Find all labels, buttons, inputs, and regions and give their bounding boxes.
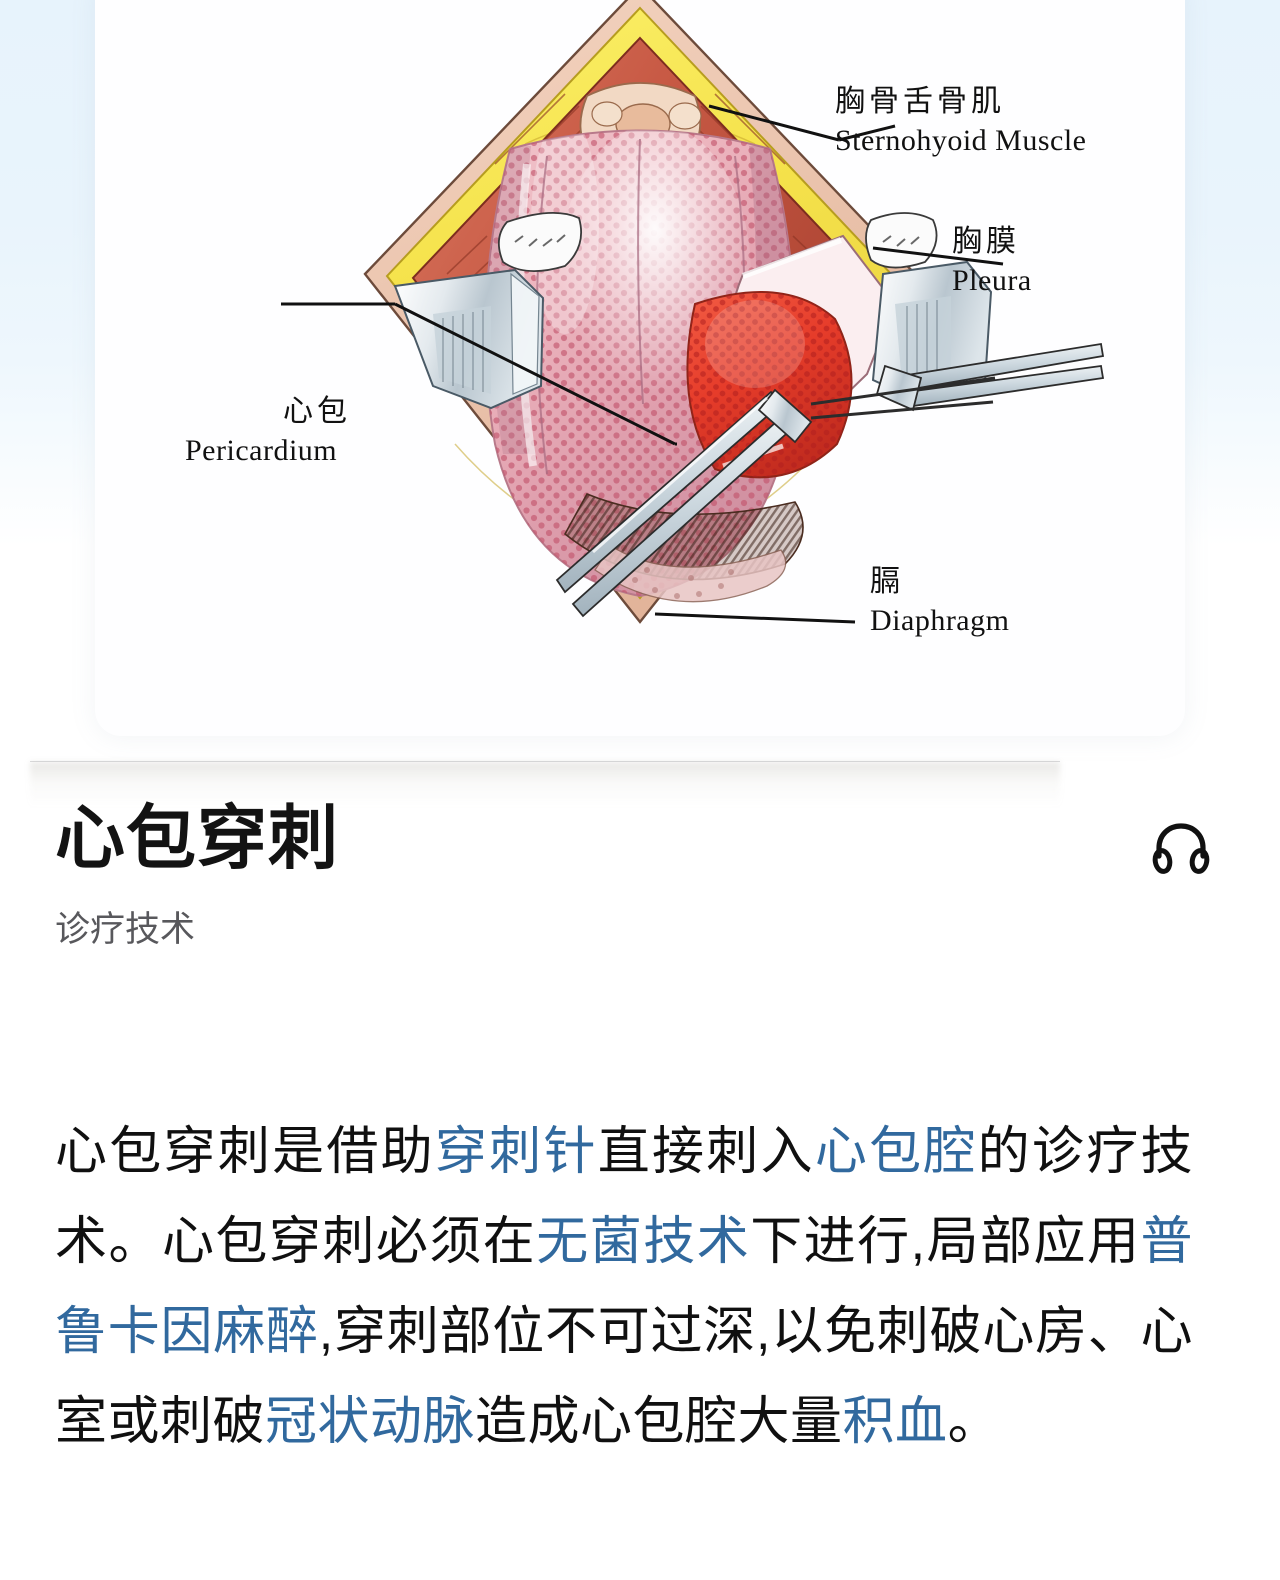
surgical-retractor-left [393, 268, 545, 410]
article-text: 。 [947, 1393, 1001, 1451]
label-pleura-zh: 胸膜 [952, 225, 1020, 258]
article-text: 直接刺入 [597, 1123, 815, 1181]
headphones-icon-svg [1152, 822, 1210, 874]
pericardial-window [686, 234, 897, 479]
audio-play-button[interactable] [1150, 818, 1212, 880]
leader-lines [281, 104, 1004, 624]
label-sternohyoid-zh: 胸骨舌骨肌 [835, 85, 1005, 118]
article-text: 造成心包腔大量 [475, 1393, 843, 1451]
label-sternohyoid: 胸骨舌骨肌 Sternohyoid Muscle [835, 82, 1175, 160]
article-link[interactable]: 穿刺针 [434, 1123, 598, 1181]
surgical-forceps-lower-left [555, 388, 813, 618]
article-text: 心包穿刺是借助 [55, 1123, 435, 1181]
label-pericardium-zh: 心包 [283, 395, 351, 428]
label-pleura: 胸膜 Pleura [952, 222, 1185, 300]
title-row: 心包穿刺 [55, 796, 1224, 880]
headphones-icon [1151, 822, 1211, 877]
article-link[interactable]: 积血 [842, 1393, 948, 1451]
article-link[interactable]: 心包腔 [814, 1123, 978, 1181]
article-body: 心包穿刺是借助穿刺针直接刺入心包腔的诊疗技术。心包穿刺必须在无菌技术下进行,局部… [55, 1107, 1193, 1467]
label-diaphragm-zh: 膈 [870, 565, 904, 598]
anatomy-illustration-svg [281, 0, 1105, 624]
label-sternohyoid-en: Sternohyoid Muscle [835, 124, 1087, 157]
article-text: 的诊疗技术。心包穿刺必须在 [55, 1123, 1193, 1271]
article-text: 下进行,局部应用 [750, 1213, 1141, 1271]
page-subtitle: 诊疗技术 [55, 910, 196, 949]
label-pericardium: 心包 Pericardium [185, 392, 485, 470]
label-diaphragm-en: Diaphragm [870, 604, 1010, 637]
page-title: 心包穿刺 [55, 799, 339, 877]
label-diaphragm: 膈 Diaphragm [870, 562, 1110, 640]
article-link[interactable]: 无菌技术 [536, 1213, 751, 1271]
anatomy-illustration[interactable]: 胸骨舌骨肌 Sternohyoid Muscle 胸膜 Pleura 心包 Pe… [95, 0, 1185, 674]
card-divider-shadow [30, 762, 1060, 808]
label-pericardium-en: Pericardium [185, 434, 338, 467]
tissue-tag-right [865, 212, 938, 269]
card-divider [30, 761, 1060, 762]
article-header: 心包穿刺 诊疗技术 [0, 796, 1280, 952]
article-link[interactable]: 冠状动脉 [265, 1393, 476, 1451]
tissue-tag-left [497, 211, 583, 273]
surgical-forceps-upper-right [875, 342, 1105, 412]
label-pleura-en: Pleura [952, 264, 1032, 297]
article-link[interactable]: 普鲁卡因麻醉 [55, 1213, 1193, 1361]
illustration-card[interactable]: 胸骨舌骨肌 Sternohyoid Muscle 胸膜 Pleura 心包 Pe… [95, 0, 1185, 736]
article-text: ,穿刺部位不可过深,以免刺破心房、心室或刺破 [55, 1303, 1193, 1451]
needle-probe [810, 376, 996, 420]
